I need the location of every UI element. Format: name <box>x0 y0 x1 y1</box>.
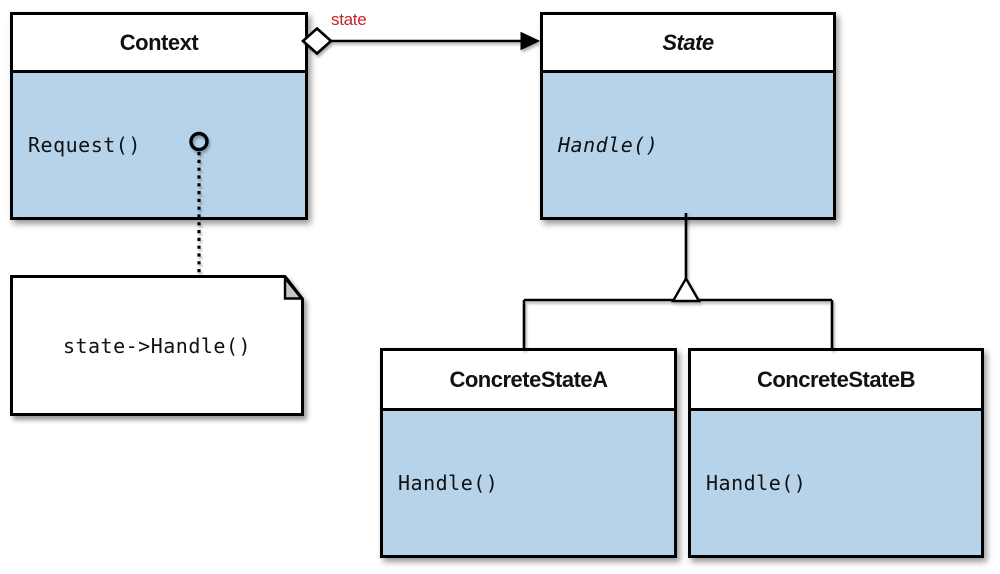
class-method-request: Request() <box>13 73 305 217</box>
class-box-concrete-state-a: ConcreteStateA Handle() <box>380 348 677 558</box>
association-arrowhead <box>520 31 541 51</box>
class-box-state: State Handle() <box>540 12 836 220</box>
class-method-handle-b: Handle() <box>691 411 981 555</box>
class-method-handle-a: Handle() <box>383 411 674 555</box>
association-label-state: state <box>331 10 367 29</box>
class-title-concrete-state-b: ConcreteStateB <box>691 351 981 411</box>
generalization-triangle <box>670 276 702 303</box>
class-box-context: Context Request() <box>10 12 308 220</box>
class-title-concrete-state-a: ConcreteStateA <box>383 351 674 411</box>
class-title-state: State <box>543 15 833 73</box>
class-box-concrete-state-b: ConcreteStateB Handle() <box>688 348 984 558</box>
class-title-context: Context <box>13 15 305 73</box>
class-method-handle-abstract: Handle() <box>543 73 833 217</box>
note-text: state->Handle() <box>62 334 252 358</box>
